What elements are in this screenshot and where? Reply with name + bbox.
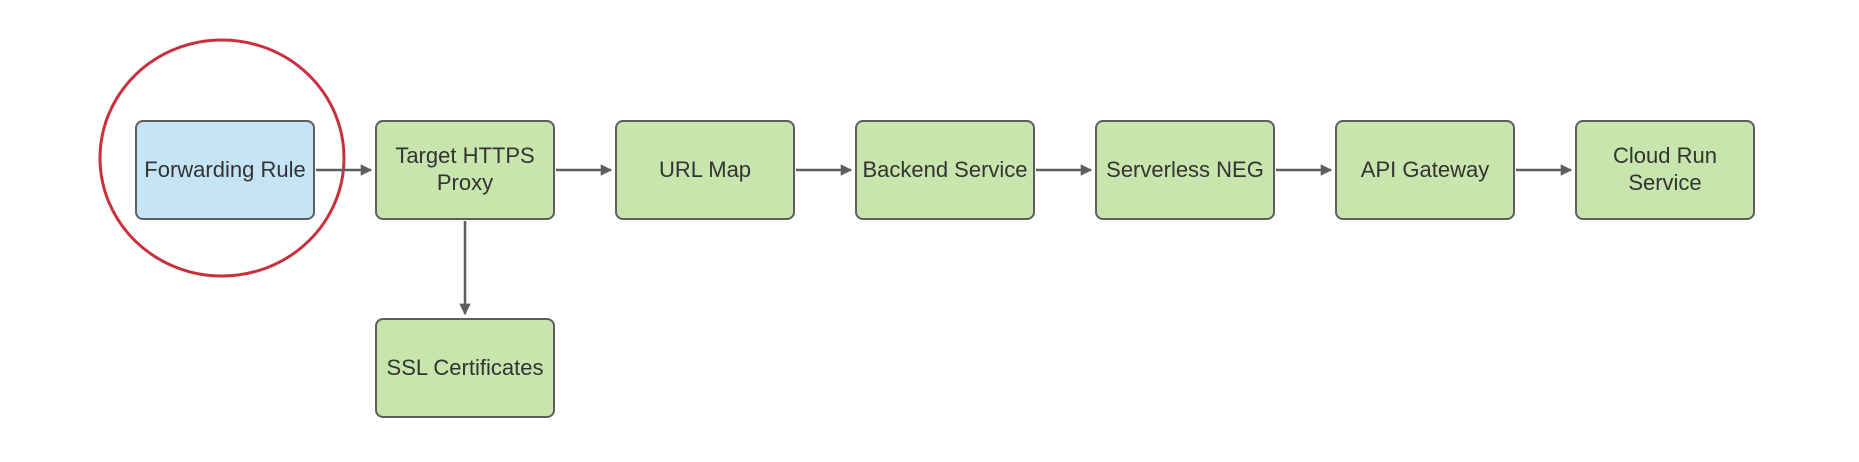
node-label: API Gateway [1360, 156, 1490, 182]
node-label: Target HTTPS Proxy [395, 143, 535, 195]
node-label: Cloud Run Service [1613, 143, 1717, 195]
node-target-https-proxy: Target HTTPS Proxy [375, 120, 555, 220]
node-label: Backend Service [862, 156, 1028, 182]
highlight-circle [98, 38, 346, 278]
node-label: Serverless NEG [1106, 156, 1264, 182]
node-label: URL Map [658, 156, 752, 182]
node-api-gateway: API Gateway [1335, 120, 1515, 220]
node-label: Forwarding Rule [144, 156, 306, 182]
node-label: SSL Certificates [386, 354, 544, 380]
node-url-map: URL Map [615, 120, 795, 220]
node-cloud-run-service: Cloud Run Service [1575, 120, 1755, 220]
node-ssl-certificates: SSL Certificates [375, 318, 555, 418]
node-backend-service: Backend Service [855, 120, 1035, 220]
node-serverless-neg: Serverless NEG [1095, 120, 1275, 220]
node-forwarding-rule: Forwarding Rule [135, 120, 315, 220]
